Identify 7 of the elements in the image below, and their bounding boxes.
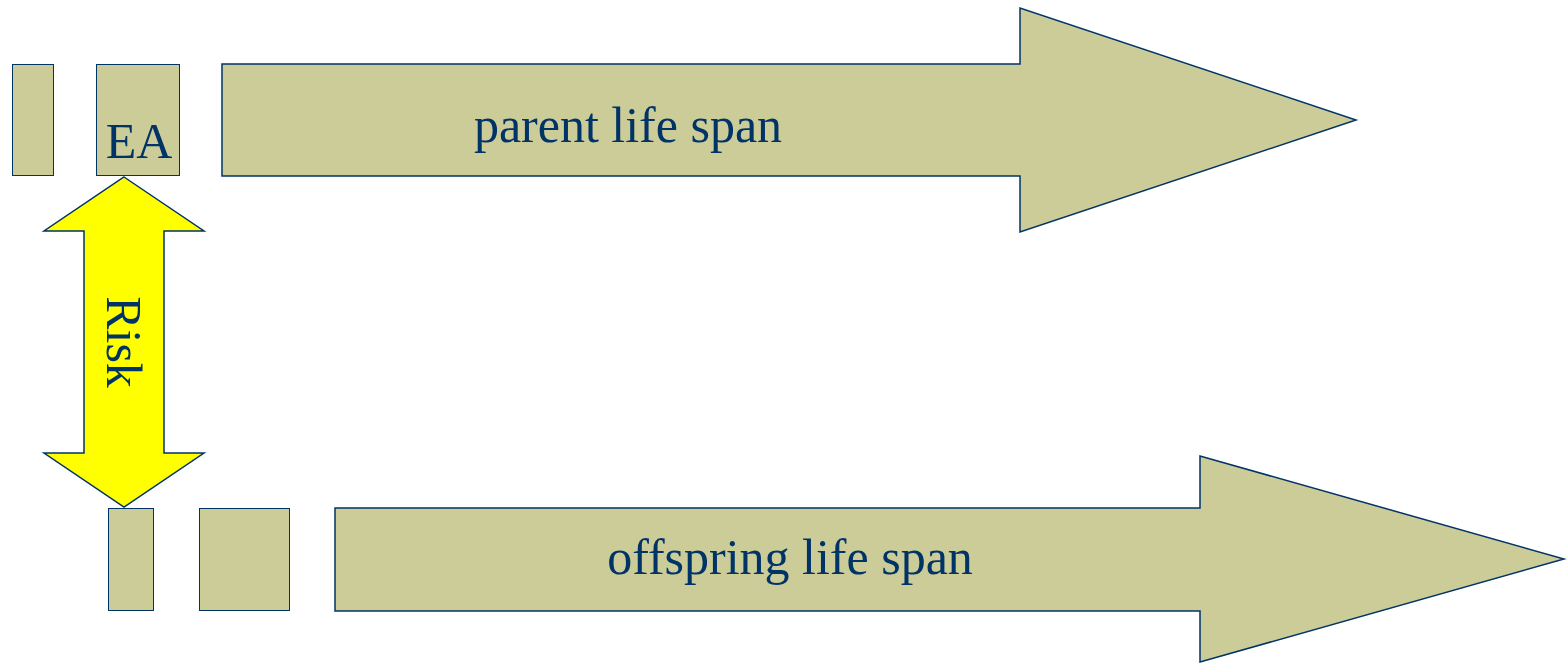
- timeline-box: [96, 64, 180, 176]
- timeline-box: [12, 64, 54, 176]
- box-label: EA: [105, 116, 173, 166]
- timeline-box: [108, 508, 154, 611]
- double-block-arrow: [41, 176, 207, 508]
- edge-label: Risk: [99, 296, 149, 388]
- timeline-box: [199, 508, 290, 611]
